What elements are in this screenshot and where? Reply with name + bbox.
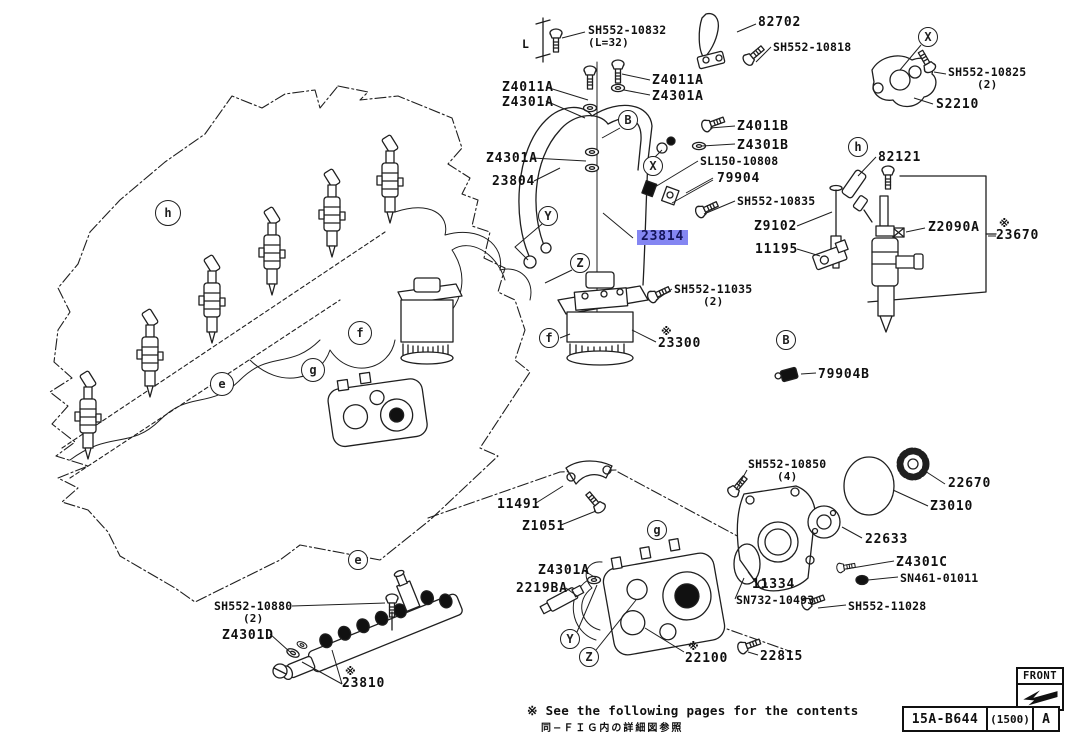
fuel-filter-23300 (557, 271, 673, 366)
part-label-z4011a[interactable]: Z4011A (652, 73, 704, 88)
part-label-11491[interactable]: 11491 (497, 497, 541, 512)
view-circle-x: X (643, 156, 663, 176)
view-circle-z: Z (579, 647, 599, 667)
clamp-79904b (774, 366, 799, 383)
view-circle-e: e (348, 550, 368, 570)
view-circle-x: X (918, 27, 938, 47)
bolt-sh552-10832 (535, 17, 563, 63)
footnote: ※ See the following pages for the conten… (527, 703, 859, 734)
front-direction-box: FRONT (1016, 667, 1064, 711)
part-label-sh552-11035[interactable]: SH552-11035(2) (674, 282, 753, 308)
reference-mark: ※ (688, 640, 700, 653)
part-label-qty: (4) (776, 469, 798, 483)
part-label-23300[interactable]: ※23300 (658, 325, 702, 351)
reference-mark: ※ (345, 665, 357, 678)
part-label-22815[interactable]: 22815 (760, 649, 804, 664)
part-label-z4301c[interactable]: Z4301C (896, 555, 948, 570)
engine-outline (49, 85, 531, 603)
part-label-z4301a[interactable]: Z4301A (538, 563, 590, 578)
leader-lines (269, 23, 996, 685)
part-label-sn461-01011[interactable]: SN461-01011 (900, 571, 979, 585)
fuel-rail-23810 (272, 569, 463, 681)
view-circle-y: Y (538, 206, 558, 226)
part-label-82121[interactable]: 82121 (878, 150, 922, 165)
footnote-line2: 同−ＦＩＧ内の詳細図参照 (541, 723, 684, 734)
view-circle-f: f (539, 328, 559, 348)
part-label-2219ba[interactable]: 2219BA (516, 581, 568, 596)
part-label-sh552-10818[interactable]: SH552-10818 (773, 40, 852, 54)
figure-code: 15A-B644 (902, 706, 988, 732)
footnote-line1: ※ See the following pages for the conten… (527, 703, 859, 718)
pump-cover-group (725, 447, 930, 656)
part-label-23670[interactable]: ※23670 (996, 217, 1040, 243)
part-label-z4301b[interactable]: Z4301B (737, 138, 789, 153)
part-label-sh552-10835[interactable]: SH552-10835 (737, 194, 816, 208)
reference-mark: ※ (661, 325, 673, 338)
part-label-79904b[interactable]: 79904B (818, 367, 870, 382)
injection-pump-22100 (539, 537, 726, 656)
engine-fuel-filter (397, 277, 463, 365)
part-label-z4301a[interactable]: Z4301A (652, 89, 704, 104)
print-code: (1500) (986, 706, 1034, 732)
part-label-sh552-10880[interactable]: SH552-10880(2) (214, 599, 293, 625)
part-label-qty: (2) (976, 77, 998, 91)
part-label-11195[interactable]: 11195 (755, 242, 799, 257)
view-circle-g: g (301, 358, 325, 382)
part-label-z2090a[interactable]: Z2090A (928, 220, 980, 235)
part-label-11334[interactable]: 11334 (752, 577, 796, 592)
part-label-23810[interactable]: ※23810 (342, 665, 386, 691)
part-label-z4301a[interactable]: Z4301A (486, 151, 538, 166)
part-label-sh552-10832[interactable]: SH552-10832(L=32) (588, 23, 667, 49)
part-label-z4301d[interactable]: Z4301D (222, 628, 274, 643)
part-label-z3010[interactable]: Z3010 (930, 499, 974, 514)
part-label-sh552-11028[interactable]: SH552-11028 (848, 599, 927, 613)
injector-assy-23670 (841, 165, 997, 333)
part-label-z1051[interactable]: Z1051 (522, 519, 566, 534)
part-label-s2210[interactable]: S2210 (936, 97, 980, 112)
front-label: FRONT (1016, 667, 1064, 683)
reference-mark: ※ (999, 217, 1011, 230)
bracket-82702 (696, 12, 768, 70)
view-circle-e: e (210, 372, 234, 396)
part-label-z4011b[interactable]: Z4011B (737, 119, 789, 134)
part-label-22670[interactable]: 22670 (948, 476, 992, 491)
view-circle-b: B (618, 110, 638, 130)
lever-11491 (565, 460, 613, 516)
part-label-z4301a[interactable]: Z4301A (502, 95, 554, 110)
view-circle-f: f (348, 321, 372, 345)
part-label-sn732-10493[interactable]: SN732-10493 (736, 593, 815, 607)
part-label-23814[interactable]: 23814 (637, 229, 689, 246)
part-label-22633[interactable]: 22633 (865, 532, 909, 547)
sheet-code: A (1032, 706, 1060, 732)
view-circle-h: h (848, 137, 868, 157)
view-circle-h: h (155, 200, 181, 226)
view-circle-g: g (647, 520, 667, 540)
part-label-sl150-10808[interactable]: SL150-10808 (700, 154, 779, 168)
part-label-79904[interactable]: 79904 (717, 171, 761, 186)
part-label-82702[interactable]: 82702 (758, 15, 802, 30)
title-block: 15A-B644 (1500) A (902, 706, 1060, 732)
engine-injection-pump (327, 371, 428, 448)
part-label-qty: (2) (242, 611, 264, 625)
view-circle-z: Z (570, 253, 590, 273)
part-label-l[interactable]: L (522, 37, 530, 51)
part-label-sh552-10850[interactable]: SH552-10850(4) (748, 457, 827, 483)
view-circle-y: Y (560, 629, 580, 649)
part-label-sh552-10825[interactable]: SH552-10825(2) (948, 65, 1027, 91)
part-label-z4011a[interactable]: Z4011A (502, 80, 554, 95)
part-label-qty: (2) (702, 294, 724, 308)
part-label-23804[interactable]: 23804 (492, 174, 536, 189)
part-label-z9102[interactable]: Z9102 (754, 219, 798, 234)
view-circle-b: B (776, 330, 796, 350)
bracket-11195 (812, 239, 849, 271)
part-label-22100[interactable]: ※22100 (685, 640, 729, 666)
part-label-qty: (L=32) (588, 35, 629, 49)
